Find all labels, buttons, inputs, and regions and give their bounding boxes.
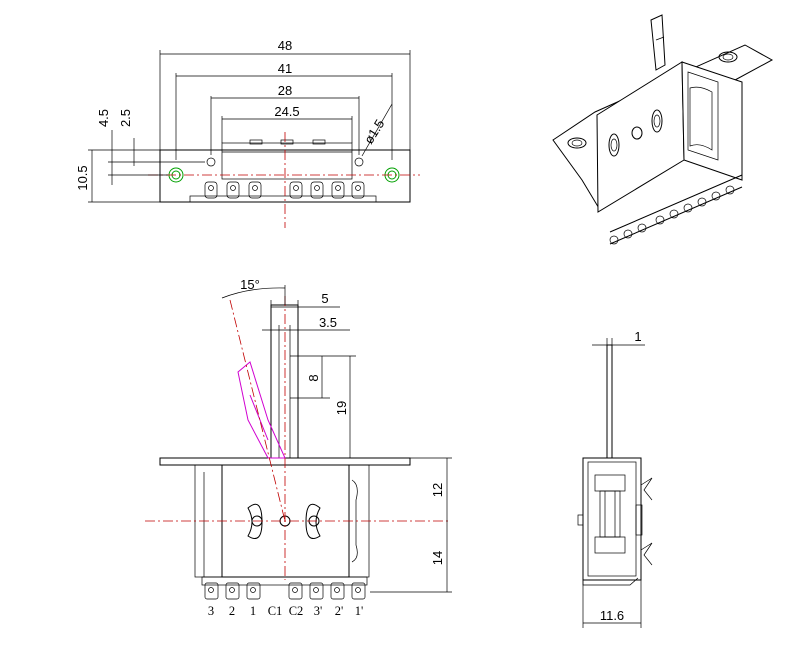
terminal-row-top-view	[204, 181, 365, 199]
dim-2-5: 2.5	[118, 109, 133, 127]
front-view: 3 2 1 C1 C2 3' 2' 1' 15° 5 3.5 8 19 12 1…	[145, 277, 452, 618]
dim-24-5: 24.5	[274, 104, 299, 119]
pin-label-3: 3	[208, 604, 214, 618]
dim-1: 1	[634, 329, 641, 344]
iso-lever	[650, 14, 666, 71]
front-terminal-row	[204, 582, 366, 600]
dim-11-6: 11.6	[600, 608, 624, 623]
dim-12: 12	[430, 483, 445, 497]
dim-angle-15: 15°	[240, 277, 260, 292]
pin-label-2: 2	[229, 604, 235, 618]
dim-hole-diameter: ø1.5	[361, 117, 388, 147]
dim-10-5: 10.5	[75, 165, 90, 190]
dim-8: 8	[306, 374, 321, 381]
pin-label-1: 1	[250, 604, 256, 618]
top-view: 48 41 28 24.5 ø1.5 10.5 4.5 2.5	[75, 38, 420, 228]
small-hole-left	[206, 157, 216, 167]
switch-body-outline	[221, 142, 353, 180]
dim-48: 48	[278, 38, 292, 53]
pin-label-c2: C2	[289, 604, 304, 618]
dim-19: 19	[334, 401, 349, 415]
front-lever	[270, 304, 299, 459]
dim-5: 5	[321, 291, 328, 306]
small-hole-right	[354, 157, 364, 167]
side-lever	[606, 344, 613, 459]
isometric-view	[552, 14, 774, 245]
dim-41: 41	[278, 61, 292, 76]
side-body	[582, 457, 642, 581]
iso-terminals	[609, 174, 743, 245]
dim-28: 28	[278, 83, 292, 98]
pin-label-2p: 2'	[335, 604, 344, 618]
dim-3-5: 3.5	[319, 315, 337, 330]
pin-label-3p: 3'	[314, 604, 323, 618]
pin-label-c1: C1	[268, 604, 283, 618]
dim-14: 14	[430, 551, 445, 565]
side-view: 1 11.6	[577, 329, 653, 628]
dim-4-5: 4.5	[96, 109, 111, 127]
pin-label-1p: 1'	[355, 604, 364, 618]
